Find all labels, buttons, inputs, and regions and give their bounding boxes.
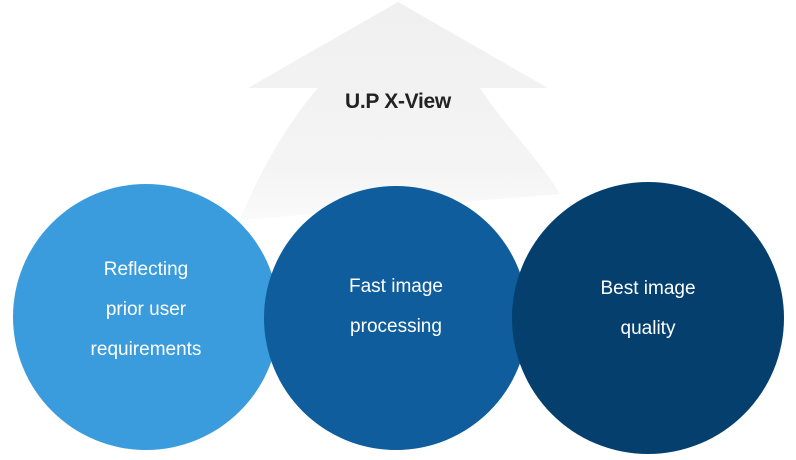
circle-line: quality bbox=[620, 318, 676, 339]
circle-processing-label: Fast image processing bbox=[349, 267, 443, 347]
circle-requirements: Reflecting prior user requirements bbox=[13, 184, 279, 450]
circle-line: Best image bbox=[600, 278, 696, 299]
circle-processing: Fast image processing bbox=[264, 186, 528, 450]
circle-requirements-label: Reflecting prior user requirements bbox=[91, 250, 202, 370]
arrow-shape bbox=[240, 2, 560, 220]
circle-line: Fast image bbox=[349, 276, 443, 297]
circle-line: prior user bbox=[105, 299, 187, 320]
circle-quality-label: Best image quality bbox=[600, 269, 695, 349]
diagram-title: U.P X-View bbox=[345, 90, 451, 113]
circle-quality: Best image quality bbox=[512, 182, 784, 454]
circle-line: requirements bbox=[90, 339, 202, 360]
circle-line: processing bbox=[350, 316, 442, 337]
circle-line: Reflecting bbox=[103, 259, 189, 280]
